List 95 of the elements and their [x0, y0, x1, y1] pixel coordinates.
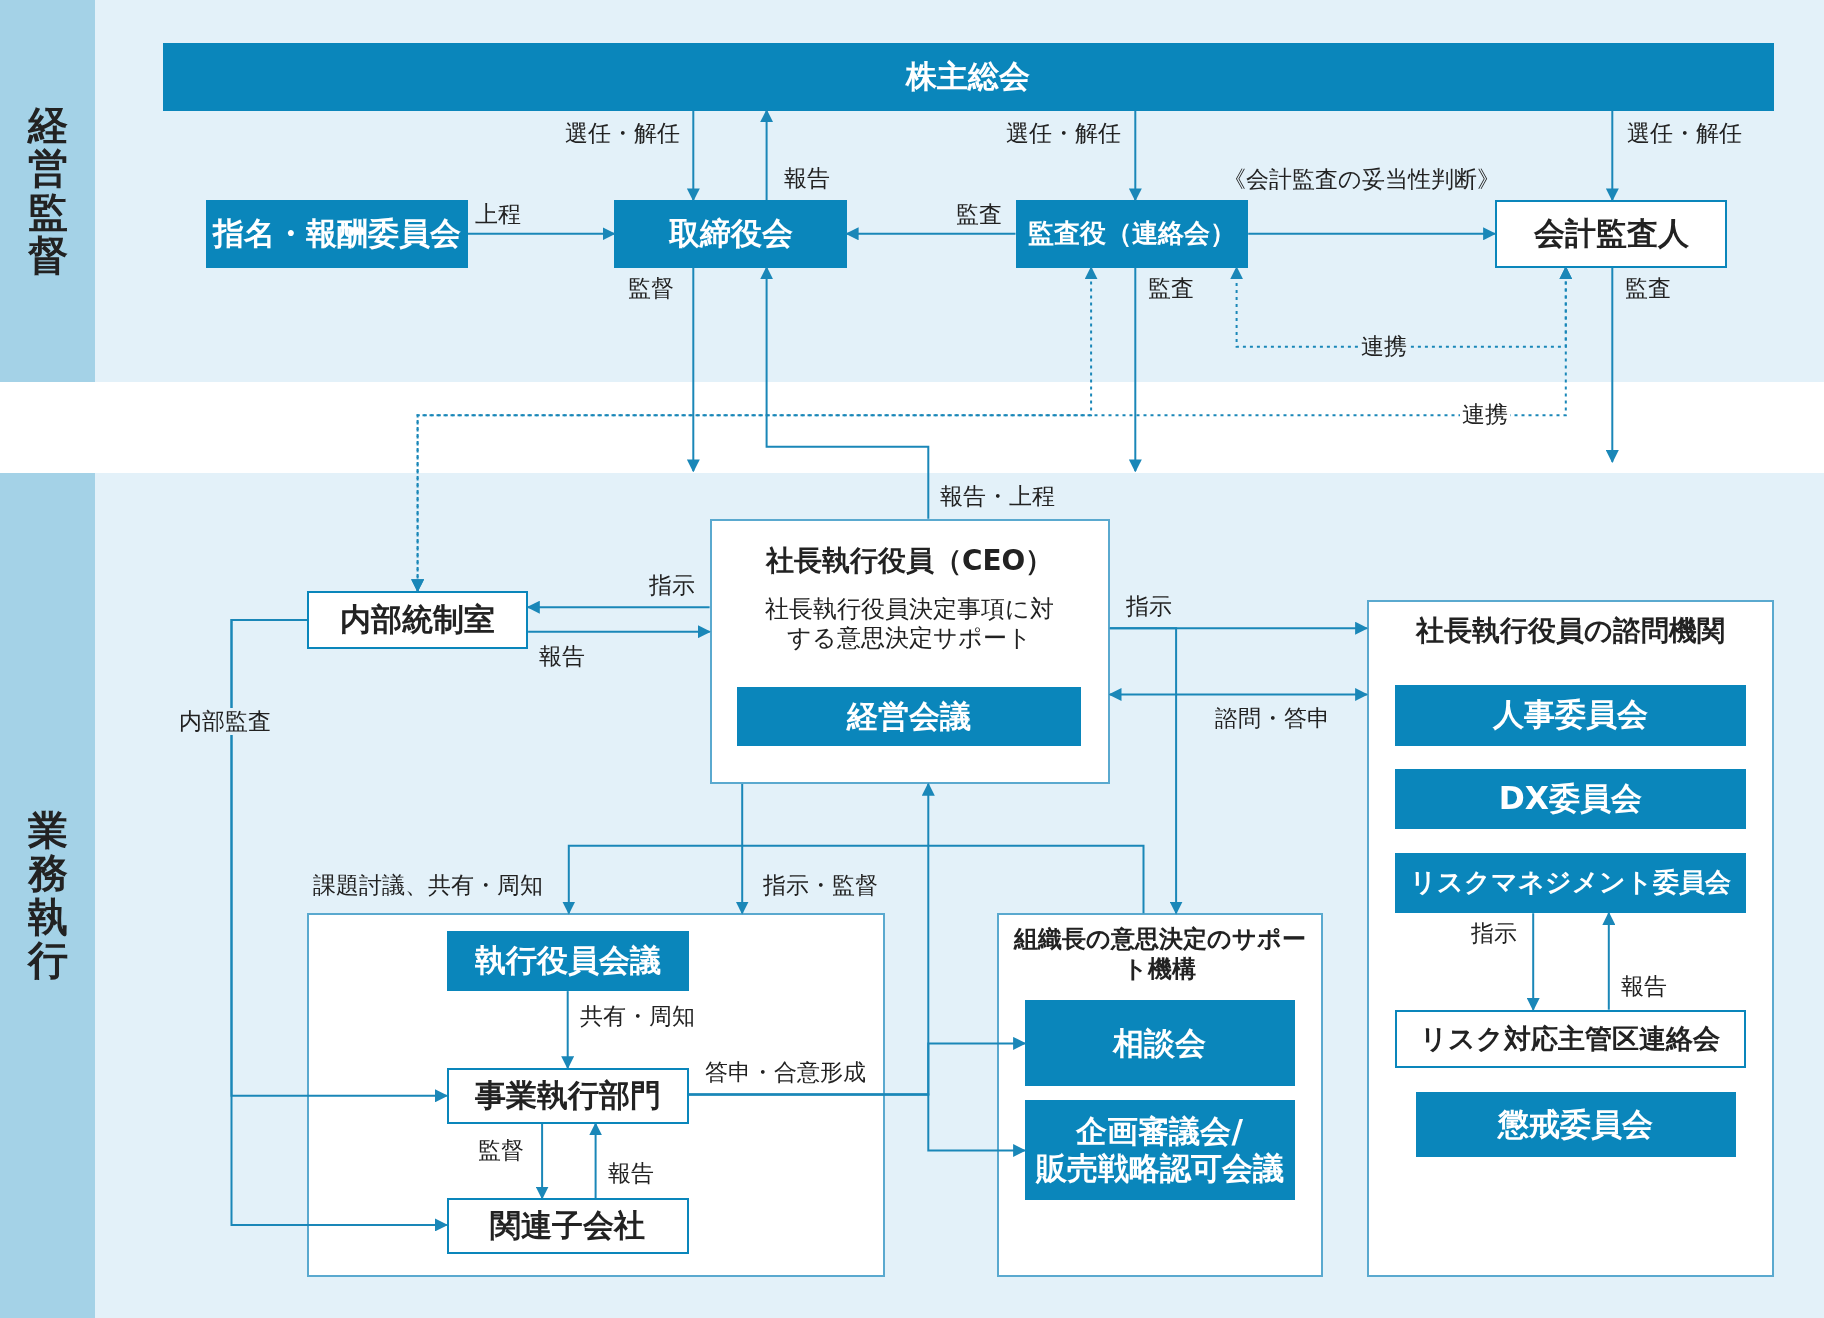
node-label: 執行役員会議 [474, 942, 661, 980]
arrow [535, 1122, 549, 1200]
process-box [737, 687, 1081, 746]
arrow [562, 844, 1145, 915]
node-label: 取締役会 [668, 215, 793, 253]
arrow [686, 266, 700, 473]
node-label: 懲戒委員会 [1498, 1106, 1654, 1144]
process-box [205, 200, 468, 268]
arrow [1605, 109, 1619, 202]
node-label: 人事委員会 [1492, 696, 1648, 735]
edge-label: 答申・合意形成 [703, 1058, 867, 1086]
node-label: 監査役（連絡会） [1027, 218, 1236, 250]
edge-label: 指示 [1470, 920, 1519, 947]
edge-label: 報告 [538, 643, 587, 671]
section-band [0, 473, 96, 1318]
edge-label: 報告 [782, 165, 831, 192]
process-box [1024, 1000, 1295, 1087]
arrow [1526, 912, 1540, 1011]
process-box [1015, 200, 1249, 268]
process-box [446, 1067, 689, 1124]
edge-label: 選任・解任 [1004, 119, 1122, 147]
panel-heading: 組織長の意思決定のサポート機構 [1012, 924, 1307, 984]
edge-label: 諮問・答申 [1214, 704, 1332, 732]
process-box [1494, 200, 1728, 268]
ceo-panel [709, 518, 1110, 784]
arrow [589, 1122, 603, 1200]
node-label: 事業執行部門 [474, 1076, 661, 1115]
arrow [845, 227, 1017, 241]
process-box [307, 590, 529, 650]
arrow [686, 109, 700, 202]
arrow [1605, 266, 1619, 464]
edge-label: 課題討議、共有・周知 [311, 872, 544, 900]
process-box [162, 43, 1774, 111]
process-box [1394, 685, 1746, 746]
arrow [1602, 911, 1616, 1011]
edge-label: 《会計監査の妥当性判断》 [1222, 166, 1502, 194]
group-box [307, 913, 886, 1278]
node-label: 業務執行 [27, 808, 68, 983]
arrow [527, 625, 711, 639]
panel-heading: 社長執行役員（CEO） [766, 544, 1054, 578]
node-label: 関連子会社 [490, 1207, 646, 1245]
edge-label: 共有・周知 [579, 1002, 697, 1030]
node-label: 経営監督 [27, 103, 68, 278]
arrow [1108, 688, 1369, 701]
group-panel [996, 913, 1323, 1278]
edge-label: 報告 [607, 1159, 656, 1187]
process-box [1415, 1092, 1736, 1158]
edge-label: 指示 [647, 572, 696, 600]
node-label: 内部統制室 [340, 601, 496, 639]
dotted-arrow [411, 266, 1098, 593]
group-panel [1366, 600, 1774, 1278]
arrow [1128, 109, 1142, 202]
arrow [526, 600, 711, 614]
node-label: 会計監査人 [1533, 215, 1689, 253]
edge-label: 上程 [474, 201, 523, 228]
arrow [466, 227, 616, 241]
edge-label: 監督 [626, 274, 675, 302]
edge-label: 指示・監督 [761, 872, 879, 900]
arrow [561, 990, 575, 1070]
process-box [1394, 852, 1746, 914]
edge-label: 報告 [1620, 972, 1669, 1000]
node-label: 株主総会 [906, 57, 1031, 96]
node-label: 経営会議 [847, 697, 972, 736]
edge-label: 選任・解任 [1626, 119, 1744, 147]
process-box [1394, 768, 1746, 830]
arrow [230, 619, 448, 1232]
node-label: 企画審議会/販売戦略認可会議 [1034, 1112, 1285, 1189]
process-box [446, 930, 689, 992]
process-box [446, 1198, 689, 1254]
node-label: リスクマネジメント委員会 [1409, 867, 1731, 899]
node-label: リスク対応主管区連絡会 [1420, 1022, 1721, 1055]
process-box [1394, 1009, 1746, 1068]
edge-label: 監査 [954, 201, 1003, 228]
arrow [735, 783, 749, 915]
arrow [687, 1093, 1027, 1157]
edge-label: 監査 [1623, 274, 1672, 302]
arrow [760, 266, 930, 520]
panel-heading: 社長執行役員の諮問機関 [1415, 613, 1725, 648]
edge-label: 監査 [1146, 274, 1195, 302]
arrow [1128, 266, 1142, 473]
node-label: 指名・報酬委員会 [212, 215, 461, 253]
description-text: 社長執行役員決定事項に対する意思決定サポート [764, 593, 1056, 653]
edge-label: 選任・解任 [564, 119, 681, 147]
node-label: 相談会 [1113, 1024, 1207, 1063]
edge-label: 連携 [1459, 401, 1510, 429]
arrow [760, 109, 774, 202]
edge-label: 報告・上程 [938, 482, 1056, 510]
arrow [1108, 627, 1183, 915]
process-box [1024, 1100, 1295, 1201]
arrow [1247, 227, 1497, 241]
node-label: DX委員会 [1498, 780, 1642, 818]
edge-label: 監督 [476, 1136, 525, 1164]
process-box [614, 200, 847, 268]
edge-label: 指示 [1124, 593, 1173, 621]
section-band [0, 0, 96, 382]
